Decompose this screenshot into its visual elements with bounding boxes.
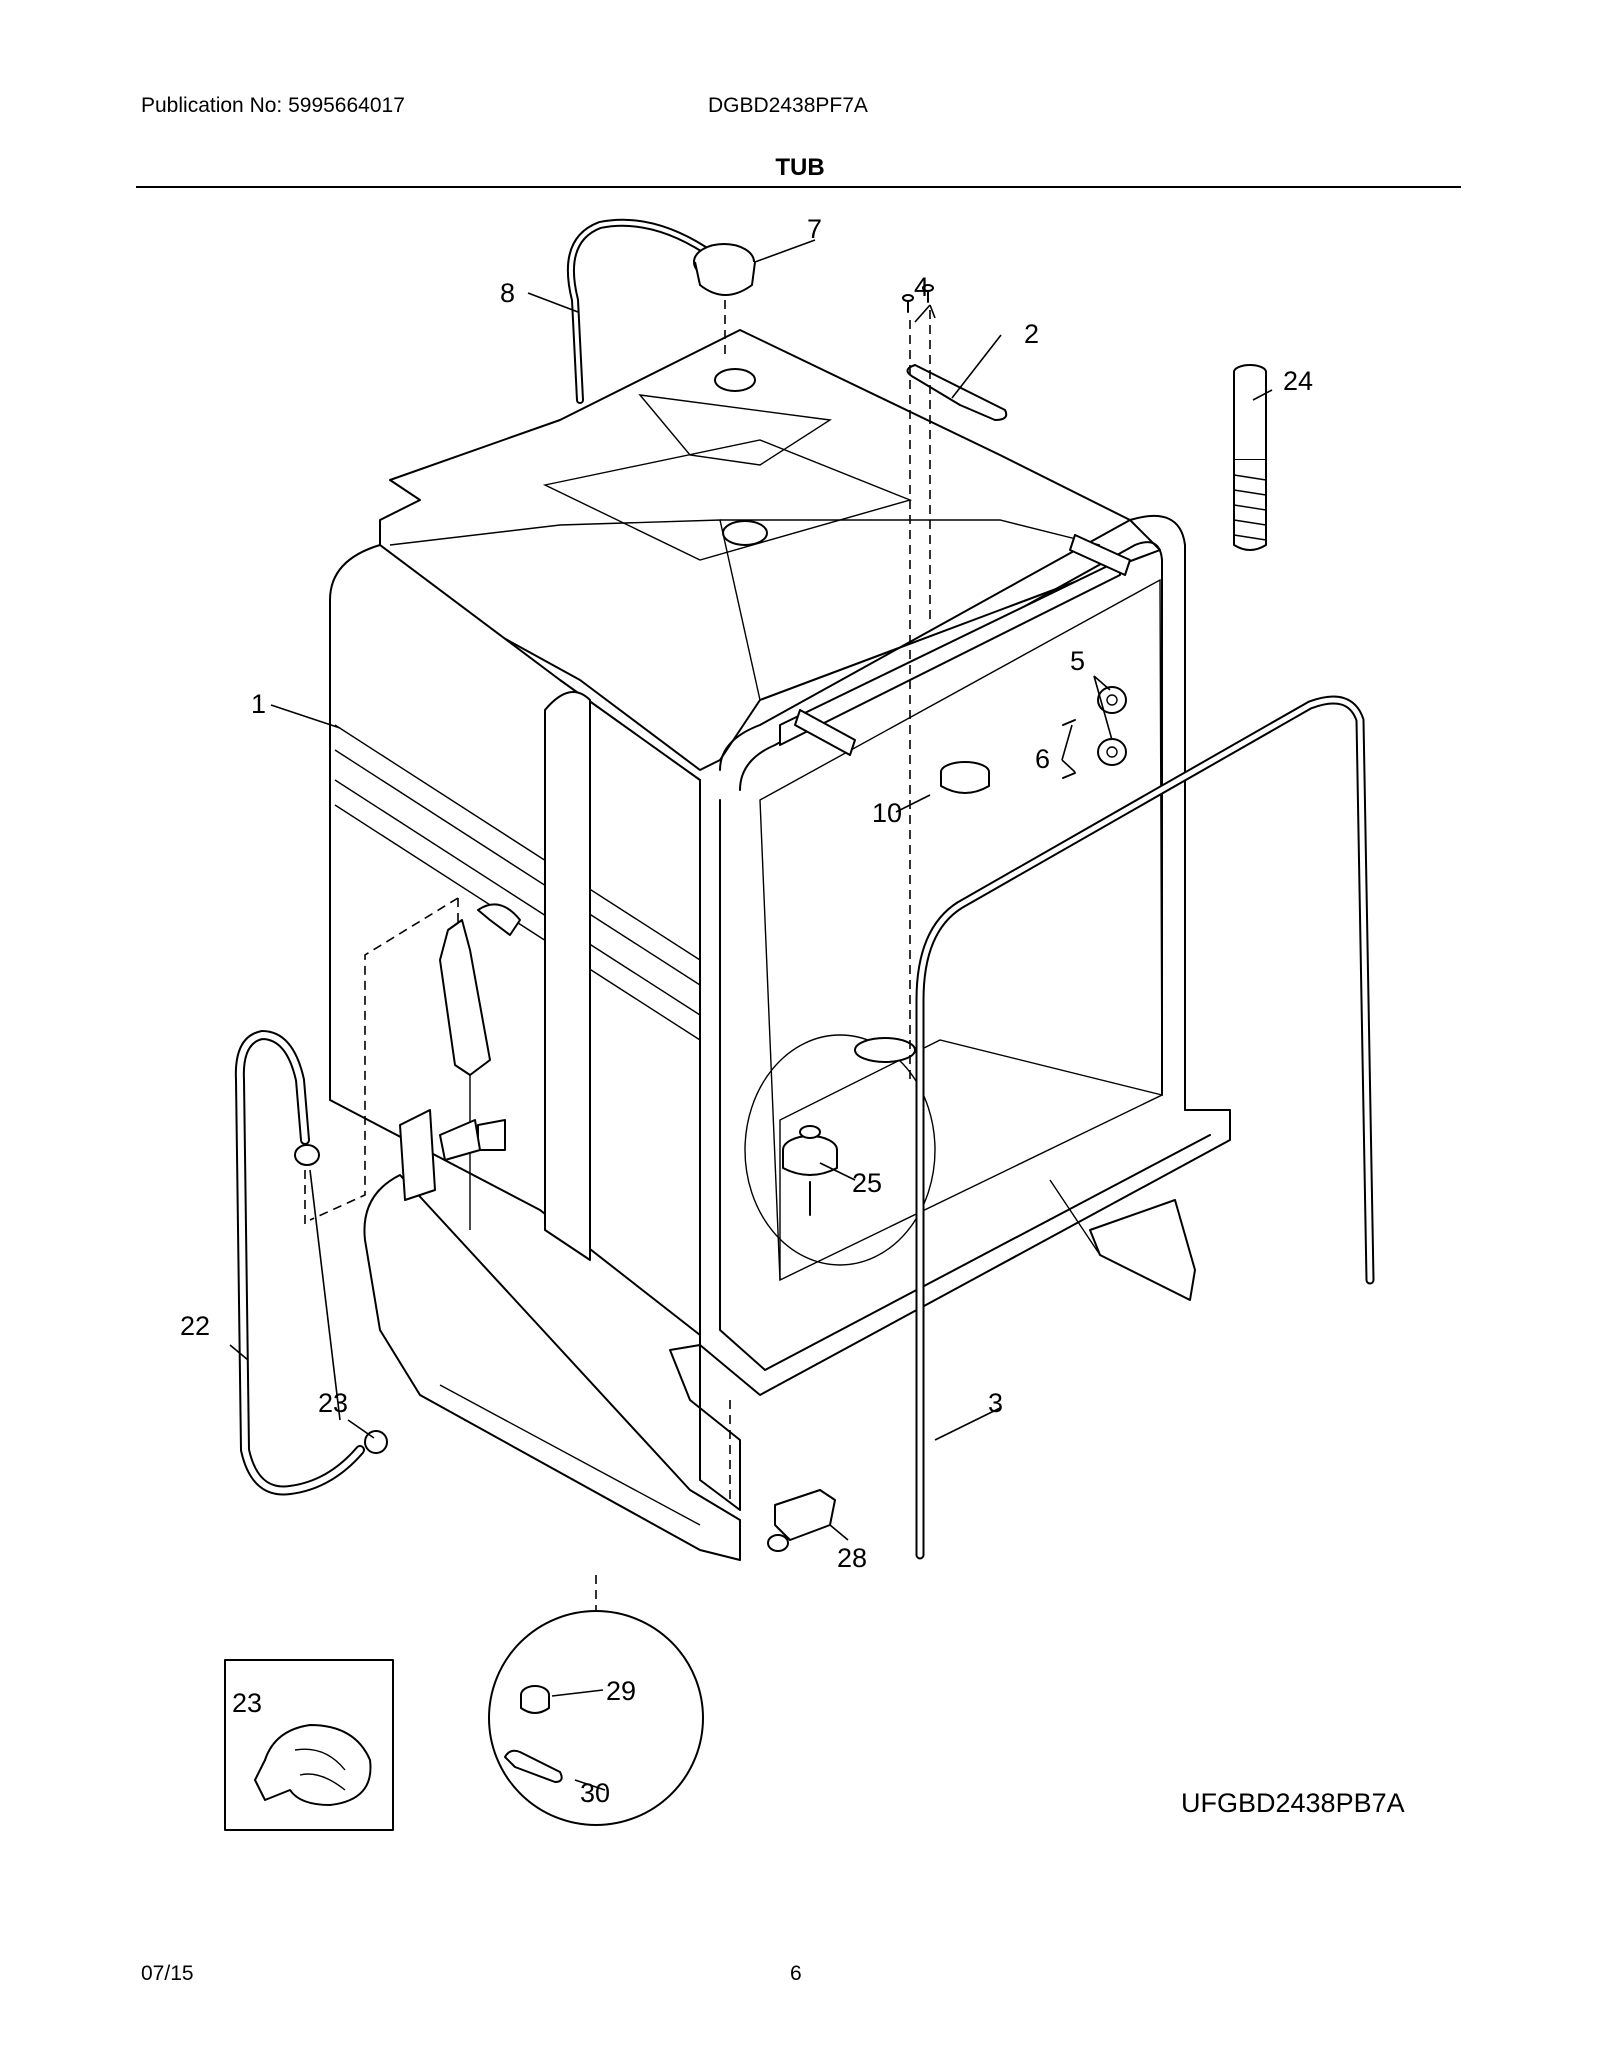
callout-25: 25 [852,1168,882,1198]
callout-23-hose-clamp: 23 [318,1388,348,1418]
callout-7: 7 [807,214,822,244]
model-number: DGBD2438PF7A [708,94,868,117]
vent-assembly [566,218,756,404]
float-switch-group [304,897,521,1225]
section-title: TUB [775,154,825,181]
thermal-fuse-detail [488,1575,704,1826]
callout-29: 29 [606,1676,636,1706]
callout-24: 24 [1283,366,1313,396]
footer-date: 07/15 [141,1962,194,1985]
callout-4: 4 [914,272,929,302]
clamp-detail-box [224,1659,394,1831]
door-switch [729,1400,836,1552]
callout-10: 10 [872,798,902,828]
tub-assembly [329,329,1231,1561]
callout-5: 5 [1070,646,1085,676]
screws-and-bracket [902,284,1008,1080]
leader-lines [229,239,1273,1791]
callout-3: 3 [988,1388,1003,1418]
fill-tube [1233,364,1267,551]
callout-28: 28 [837,1543,867,1573]
callout-23-detail: 23 [232,1688,262,1718]
drain-hose [234,1030,388,1496]
callout-2: 2 [1024,319,1039,349]
callout-labels: 1 2 3 4 5 6 7 8 10 22 23 23 24 25 28 29 … [180,214,1313,1808]
header-rule [136,186,1461,188]
roller-hardware [940,686,1127,794]
callout-30: 30 [580,1778,610,1808]
callout-1: 1 [251,689,266,719]
door-gasket [915,695,1375,1560]
callout-8: 8 [500,278,515,308]
diagram-code: UFGBD2438PB7A [1181,1788,1405,1818]
thermostat [782,1125,838,1216]
callout-6: 6 [1035,744,1050,774]
page-number: 6 [790,1962,802,1985]
callout-22: 22 [180,1311,210,1341]
publication-number: Publication No: 5995664017 [141,94,405,117]
